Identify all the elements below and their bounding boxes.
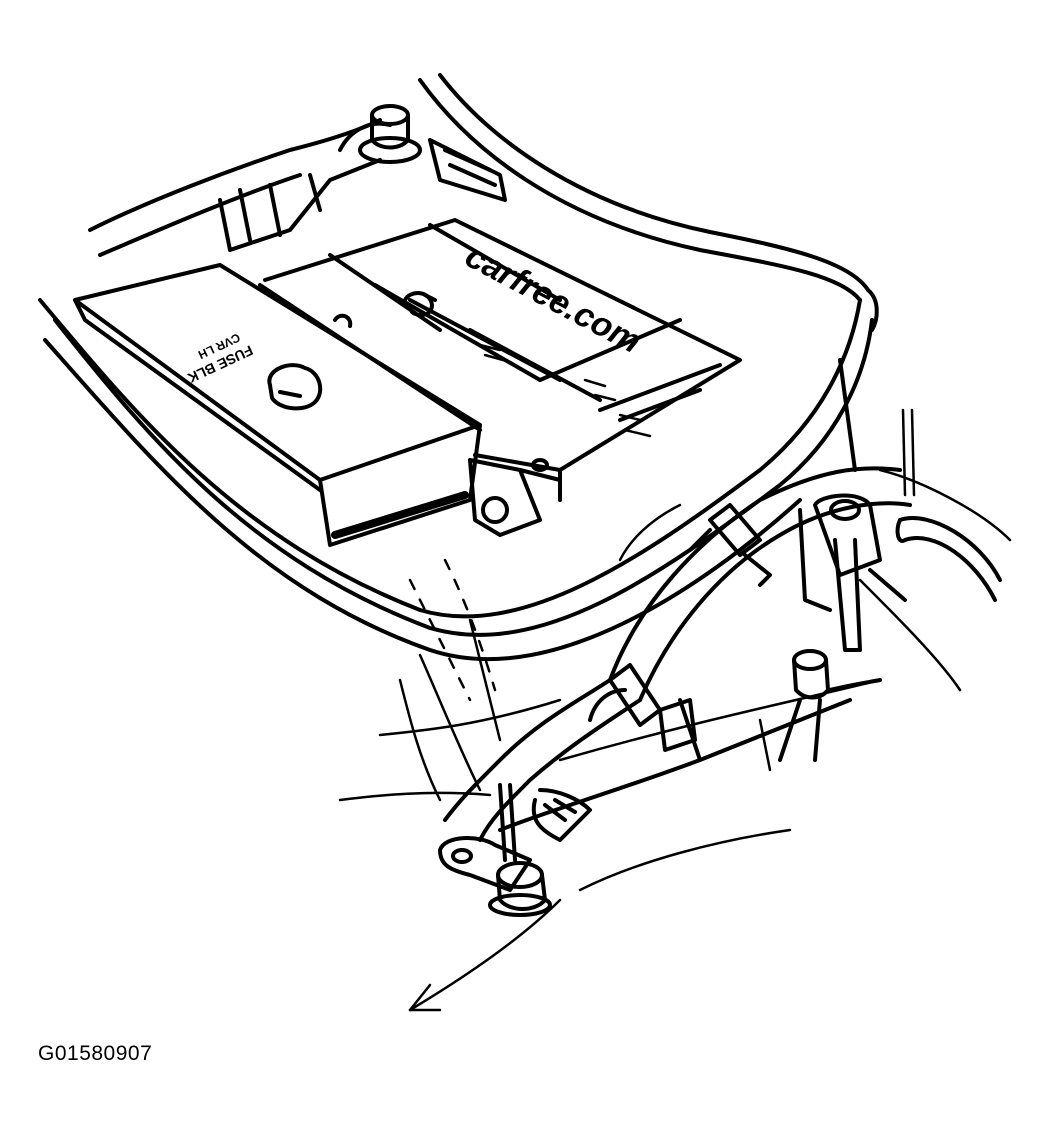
battery-symbol [403,291,437,318]
ground-strap [438,783,592,892]
mounting-stud [778,649,882,762]
figure-code: G01580907 [38,1042,153,1065]
right-connector [813,493,1002,652]
cable-clip-upper [688,503,772,587]
battery-terminal [468,458,562,537]
cover-knob [267,363,323,411]
cover-arrow-symbol [333,313,353,328]
fuse-block-label: FUSE BLK CVR LH [185,330,255,386]
ground-bolt [488,861,552,917]
harness-dashes [408,558,497,702]
fuse-block-cover [73,263,482,547]
battery-body [263,218,742,502]
battery-cable [443,466,912,842]
tray-rim [38,73,879,661]
right-edge-lines [858,408,1012,692]
lower-body-lines [338,503,882,1012]
tray-wall [498,358,857,832]
top-bolt [358,104,422,164]
battery-label-marks [478,343,652,438]
